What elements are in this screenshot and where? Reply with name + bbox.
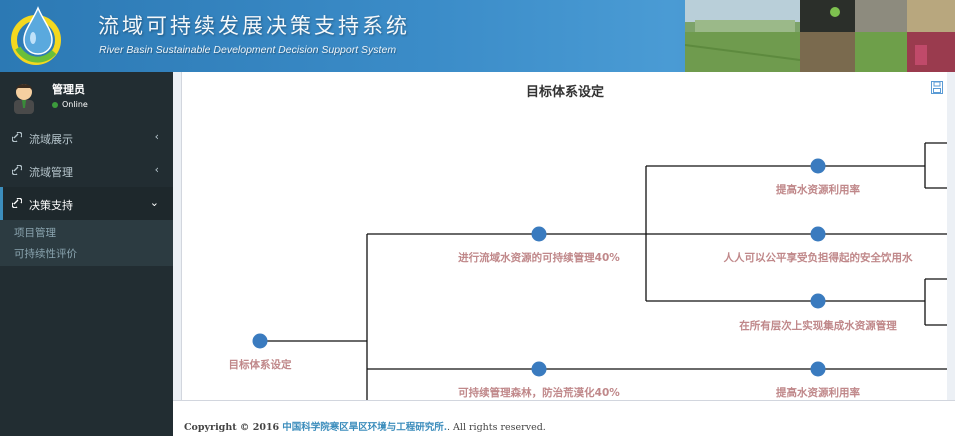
submenu-item-project-management[interactable]: 项目管理 — [14, 227, 56, 239]
decision-support-submenu: 项目管理 可持续性评价 — [0, 220, 173, 266]
chevron-down-icon: ⌄ — [149, 196, 159, 209]
avatar — [14, 84, 34, 114]
water-drop-logo-icon — [11, 6, 61, 65]
header-photo-collage — [685, 0, 955, 72]
tree-node-level1-a[interactable] — [531, 226, 547, 242]
tree-node-label-level2-b: 人人可以公平享受负担得起的安全饮用水 — [723, 252, 913, 264]
link-icon — [12, 198, 22, 208]
organization-link[interactable]: 中国科学院寒区旱区环境与工程研究所. — [282, 422, 448, 433]
submenu-item-sustainability-evaluation[interactable]: 可持续性评价 — [14, 248, 77, 260]
footer-copyright: Copyright © 2016 中国科学院寒区旱区环境与工程研究所.. All… — [184, 419, 546, 433]
chevron-left-icon: ‹ — [154, 163, 159, 176]
sidebar-item-basin-display[interactable]: 流域展示 ‹ — [0, 121, 173, 154]
app-subtitle: River Basin Sustainable Development Deci… — [99, 44, 397, 56]
user-status: Online — [52, 100, 88, 109]
copyright-text: Copyright © 2016 — [184, 422, 280, 433]
save-icon[interactable] — [931, 81, 943, 94]
sidebar-item-label: 流域展示 — [29, 133, 73, 146]
rights-text: . All rights reserved. — [447, 422, 546, 433]
tree-node-label-level2-d: 提高水资源利用率 — [776, 387, 860, 399]
tree-node-root[interactable] — [252, 333, 268, 349]
user-name: 管理员 — [52, 83, 85, 96]
tree-node-level2-d[interactable] — [810, 361, 826, 377]
tree-node-label-level1-b: 可持续管理森林，防治荒漠化40% — [458, 387, 620, 399]
sidebar-item-label: 流域管理 — [29, 166, 73, 179]
footer: Copyright © 2016 中国科学院寒区旱区环境与工程研究所.. All… — [173, 400, 955, 436]
tree-node-level2-a[interactable] — [810, 158, 826, 174]
user-panel: 管理员 Online — [0, 72, 173, 120]
tree-node-label-root: 目标体系设定 — [228, 359, 292, 371]
app-title: 流域可持续发展决策支持系统 — [98, 14, 410, 38]
link-icon — [12, 132, 22, 142]
sidebar-item-decision-support[interactable]: 决策支持 ⌄ — [0, 187, 173, 220]
tree-node-level1-b[interactable] — [531, 361, 547, 377]
sidebar: 管理员 Online 流域展示 ‹ 流域管理 ‹ 决策支持 ⌄ 项目管理 可持续… — [0, 72, 173, 436]
tree-node-level2-b[interactable] — [810, 226, 826, 242]
tree-node-level2-c[interactable] — [810, 293, 826, 309]
page-title: 目标体系设定 — [525, 85, 604, 100]
main-content: 目标体系设定 — [173, 72, 955, 400]
online-status-icon — [52, 101, 58, 108]
sidebar-item-label: 决策支持 — [29, 199, 73, 212]
sidebar-item-basin-management[interactable]: 流域管理 ‹ — [0, 154, 173, 187]
chevron-left-icon: ‹ — [154, 130, 159, 143]
user-status-label: Online — [62, 100, 88, 109]
tree-node-label-level2-a: 提高水资源利用率 — [776, 184, 860, 196]
app-header: 流域可持续发展决策支持系统 River Basin Sustainable De… — [0, 0, 955, 72]
tree-node-label-level1-a: 进行流域水资源的可持续管理40% — [458, 252, 620, 264]
goal-system-panel: 目标体系设定 — [181, 72, 947, 400]
link-icon — [12, 165, 22, 175]
tree-node-label-level2-c: 在所有层次上实现集成水资源管理 — [739, 320, 897, 332]
goal-tree — [252, 142, 947, 400]
